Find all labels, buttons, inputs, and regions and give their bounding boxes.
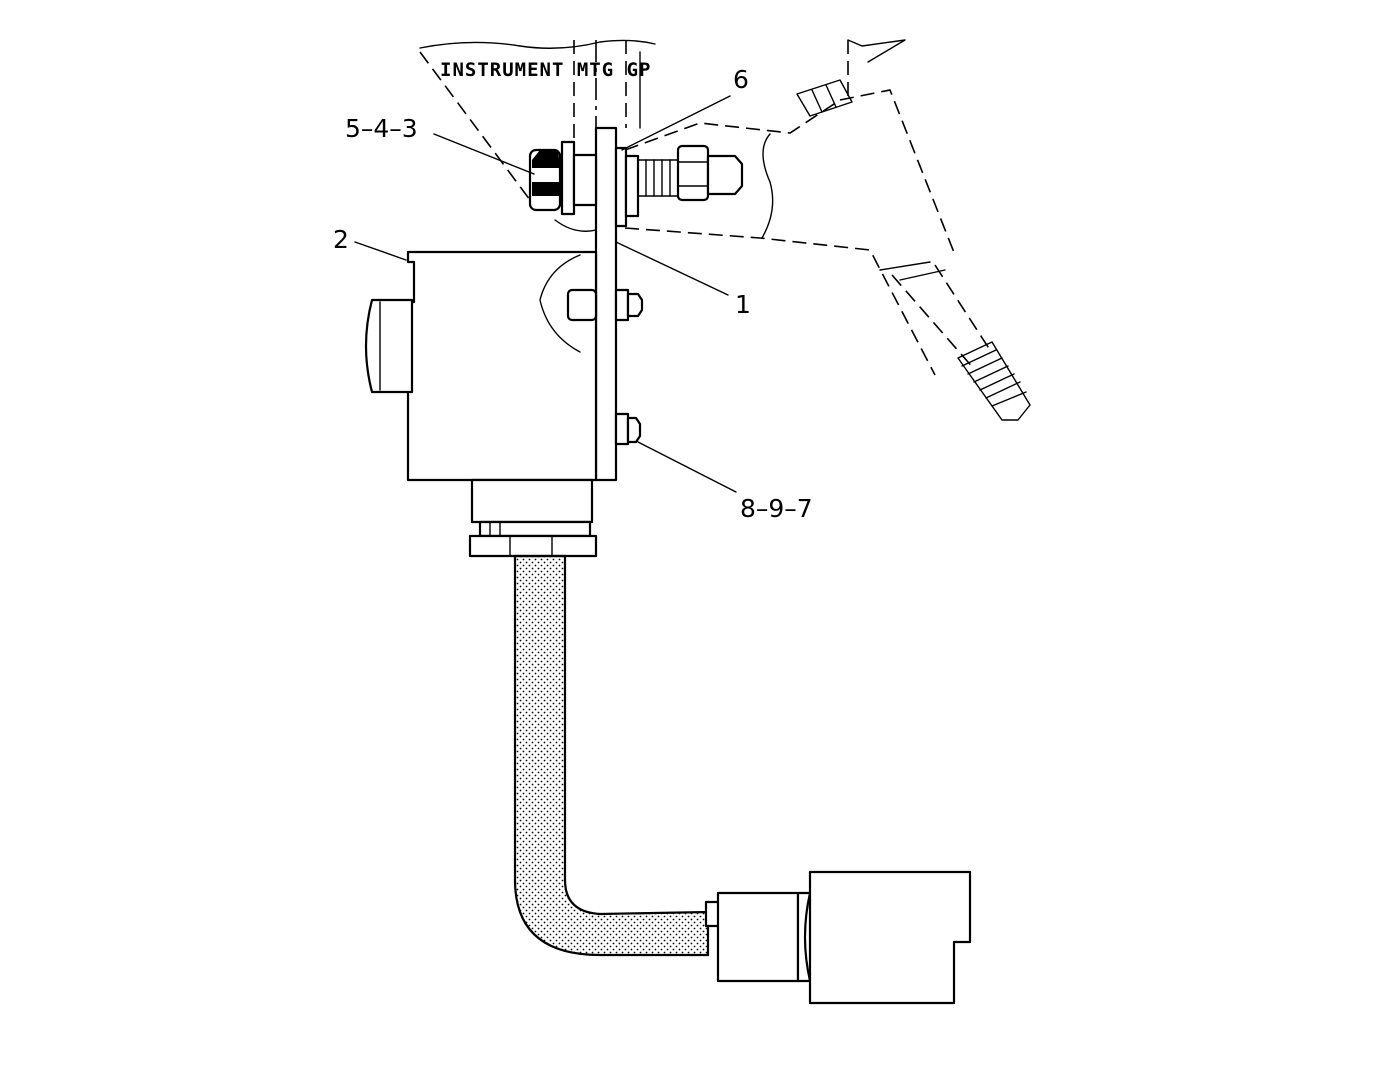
callout-label-6: 6 bbox=[733, 65, 749, 94]
callout-5-4-3: 5–4–3 bbox=[345, 114, 535, 175]
callout-1: 1 bbox=[615, 241, 751, 319]
bolt-lower bbox=[614, 412, 642, 446]
bolt-upper bbox=[566, 288, 644, 322]
assembly-title: INSTRUMENT MTG GP bbox=[440, 59, 651, 81]
callout-8-9-7: 8–9–7 bbox=[637, 441, 813, 523]
connector bbox=[704, 870, 972, 1005]
fitting-part-6 bbox=[614, 144, 744, 228]
callout-2: 2 bbox=[333, 225, 407, 261]
callout-label-1: 1 bbox=[735, 290, 751, 319]
cable bbox=[513, 554, 710, 957]
instrument-mtg-gp-phantom bbox=[419, 39, 656, 201]
callout-label-2: 2 bbox=[333, 225, 349, 254]
switch-box bbox=[364, 250, 598, 558]
callout-label-8-9-7: 8–9–7 bbox=[740, 494, 813, 523]
callout-label-5-4-3: 5–4–3 bbox=[345, 114, 418, 143]
phantom-fitting-assembly bbox=[624, 39, 1031, 421]
bolt-nut-washer-top bbox=[528, 140, 598, 216]
callout-6: 6 bbox=[621, 65, 749, 151]
